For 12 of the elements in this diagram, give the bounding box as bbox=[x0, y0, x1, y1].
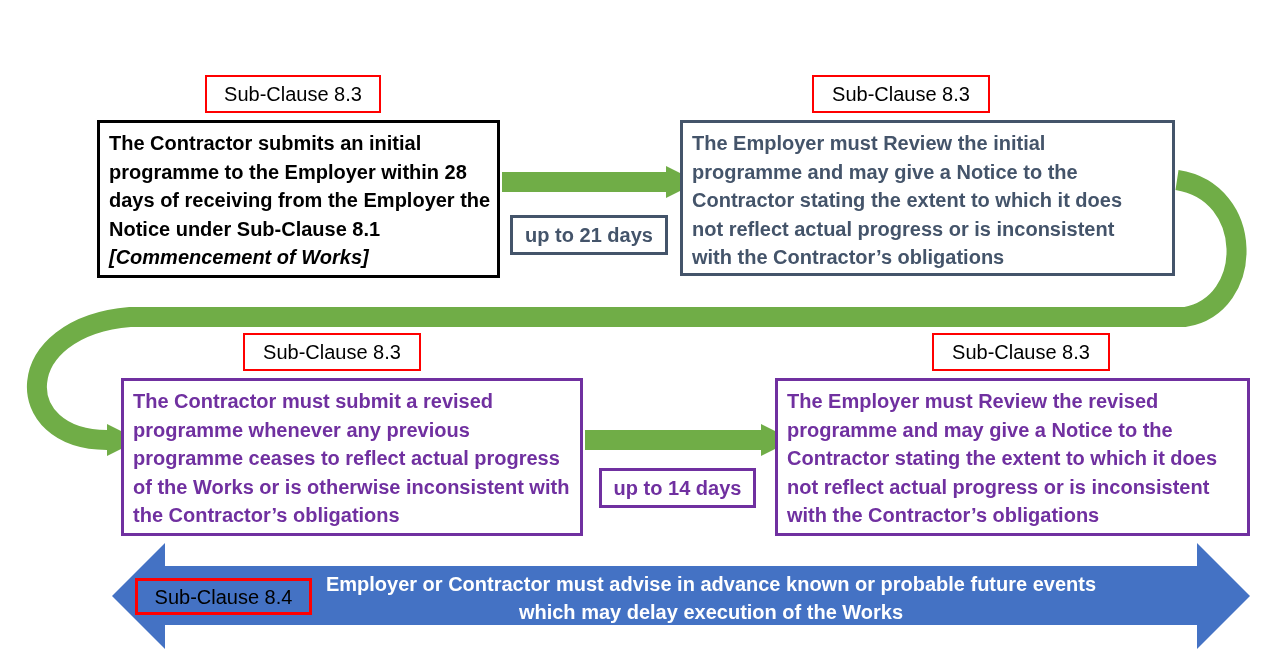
process-box: The Contractor must submit a revised programme whenever any previous programme ceases to reflect actual progress of the Works or is otherwise inconsistent with the Contractor’s obligations bbox=[121, 378, 583, 536]
process-box: The Employer must Review the initial programme and may give a Notice to the Contractor stating the extent to which it does not reflect actual progress or is inconsistent with the Contractor’s obligations bbox=[680, 120, 1175, 276]
process-box: The Contractor submits an initial programme to the Employer within 28 days of receiving from the Employer the Notice under Sub-Clause 8.1 [Commencement of Works] bbox=[97, 120, 500, 278]
clause-reference-box: Sub-Clause 8.3 bbox=[205, 75, 381, 113]
duration-box: up to 21 days bbox=[510, 215, 668, 255]
banner-text: Employer or Contractor must advise in advance known or probable future events which may delay execution of the Works bbox=[324, 572, 1098, 625]
clause-reference-box: Sub-Clause 8.3 bbox=[243, 333, 421, 371]
clause-reference-box: Sub-Clause 8.3 bbox=[932, 333, 1110, 371]
duration-box: up to 14 days bbox=[599, 468, 756, 508]
clause-reference-box: Sub-Clause 8.3 bbox=[812, 75, 990, 113]
clause-reference-box: Sub-Clause 8.4 bbox=[135, 578, 312, 615]
process-box: The Employer must Review the revised programme and may give a Notice to the Contractor stating the extent to which it does not reflect actual progress or is inconsistent with the Contractor’s obligations bbox=[775, 378, 1250, 536]
